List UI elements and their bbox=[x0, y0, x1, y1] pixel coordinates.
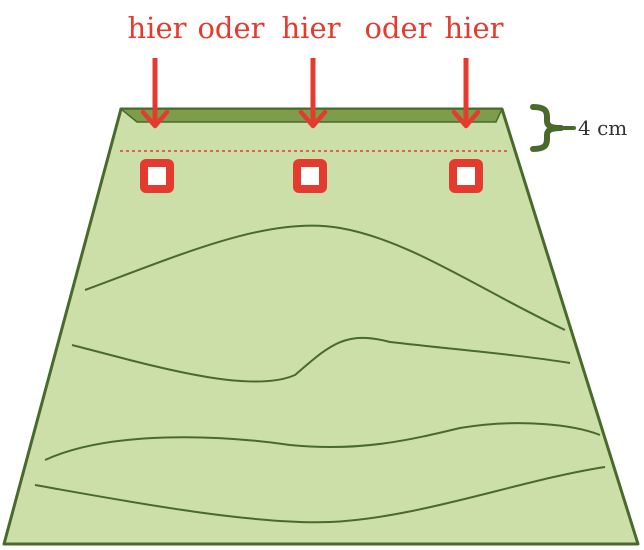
label-hier-2: hier bbox=[282, 11, 341, 45]
arrow-down-icon-1 bbox=[140, 58, 170, 129]
attachment-point-3 bbox=[449, 159, 483, 193]
label-hier-3: hier bbox=[445, 11, 504, 45]
fold-line-1 bbox=[84, 224, 566, 331]
bracket-icon bbox=[530, 104, 564, 152]
label-hier-1: hier bbox=[128, 11, 187, 45]
fold-line-2 bbox=[71, 336, 571, 383]
label-oder-1: oder bbox=[197, 11, 264, 45]
fold-line-3 bbox=[44, 422, 601, 461]
attachment-point-1 bbox=[140, 159, 174, 193]
measurement-label: 4 cm bbox=[578, 116, 627, 140]
arrow-down-icon-2 bbox=[298, 58, 328, 129]
arrow-down-icon-3 bbox=[451, 58, 481, 129]
attachment-point-2 bbox=[293, 159, 327, 193]
fold-line-4 bbox=[34, 466, 606, 524]
label-oder-2: oder bbox=[364, 11, 431, 45]
